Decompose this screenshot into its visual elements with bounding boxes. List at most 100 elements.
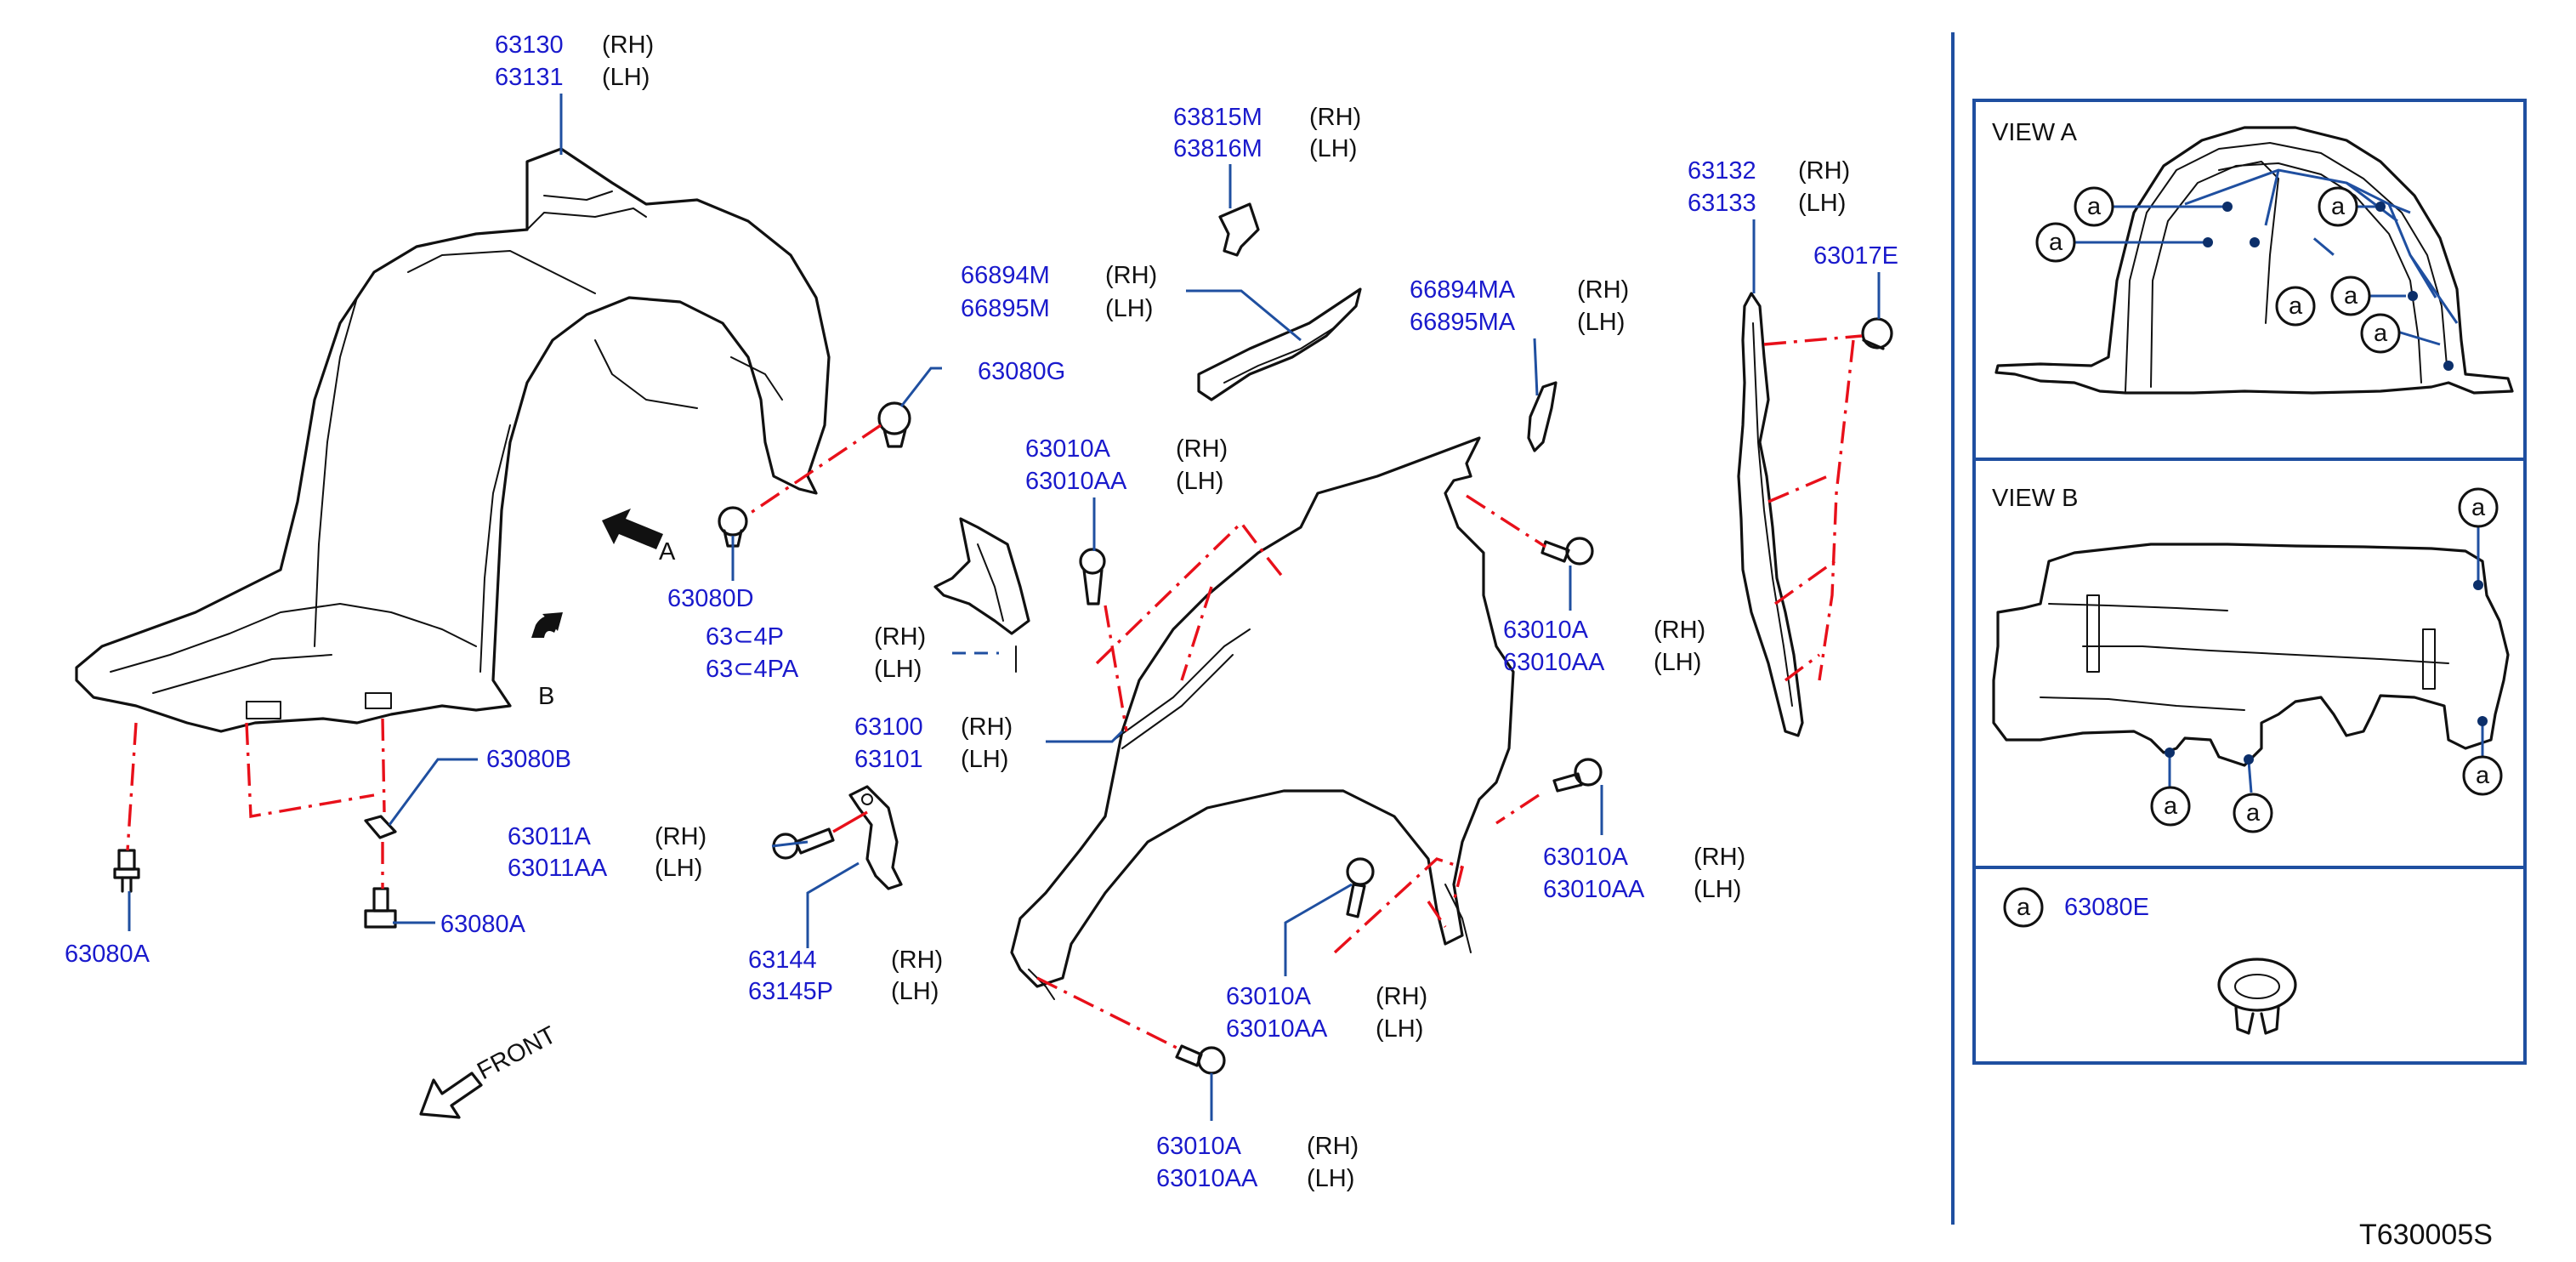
front-fender-part: [1010, 436, 1515, 1000]
clip-63017e-part: [1861, 317, 1893, 350]
pn-63133: 63133: [1688, 190, 1756, 217]
pn-66895ma: 66895MA: [1410, 309, 1516, 336]
bolt-63010a-rightupper-part: [1540, 537, 1594, 566]
side-63011a: (RH): [655, 823, 706, 850]
pn-63815m: 63815M: [1173, 104, 1262, 131]
side-63131: (LH): [602, 64, 650, 91]
bubble-a: a: [2289, 293, 2303, 320]
bubble-a: a: [2476, 762, 2490, 789]
drawing-code: T630005S: [2359, 1219, 2493, 1251]
view-b-bubbles: a a a a: [2150, 487, 2503, 833]
side-63010aa-2: (LH): [1654, 649, 1701, 676]
bubble-a: a: [2246, 799, 2261, 827]
side-66895ma: (LH): [1577, 309, 1625, 336]
pn-63080g: 63080G: [978, 358, 1065, 385]
side-6384pa: (LH): [874, 656, 922, 683]
side-63010a-2: (RH): [1654, 617, 1705, 644]
bubble-a: a: [2471, 494, 2486, 521]
bracket-63815m-part: [1218, 202, 1260, 257]
side-63815m: (RH): [1309, 104, 1361, 131]
pn-63145p: 63145P: [748, 978, 833, 1005]
bubble-a: a: [2164, 793, 2178, 820]
side-seal-63132-part: [1737, 292, 1804, 737]
pn-63131: 63131: [495, 64, 564, 91]
side-63101: (LH): [961, 746, 1008, 773]
side-66894ma: (RH): [1577, 276, 1629, 304]
side-66894m: (RH): [1105, 262, 1157, 289]
leader-lines: [128, 94, 1881, 1121]
pn-63011a: 63011A: [508, 823, 591, 850]
bubble-a: a: [2331, 193, 2346, 220]
front-label: FRONT: [473, 1021, 560, 1085]
fender-protector-part: [75, 147, 831, 733]
view-b-arrow: [531, 612, 563, 638]
callout-labels: 63130 (RH) 63131 (LH) 63080G 63080D 6381…: [65, 31, 1898, 1192]
arrow-label-b: B: [538, 683, 554, 710]
pn-63080d: 63080D: [667, 585, 754, 612]
bubble-a: a: [2344, 282, 2358, 310]
pn-63010a-4: 63010A: [1226, 983, 1312, 1010]
pn-63010aa-2: 63010AA: [1503, 649, 1605, 676]
clip-63080e-part: [2217, 958, 2297, 1035]
view-a-title: VIEW A: [1992, 119, 2078, 146]
side-63133: (LH): [1798, 190, 1846, 217]
pn-66894m: 66894M: [961, 262, 1050, 289]
clip-legend: a 63080E: [2003, 887, 2297, 1035]
legend-bubble-a: a: [2017, 894, 2031, 921]
pn-6384p: 63⊂4P: [706, 623, 784, 651]
bolt-63010a-center-part: [1346, 857, 1375, 918]
pn-63080e: 63080E: [2064, 894, 2149, 921]
pn-66894ma: 66894MA: [1410, 276, 1516, 304]
pn-63010a-3: 63010A: [1543, 844, 1629, 871]
pn-63017e: 63017E: [1813, 242, 1898, 270]
side-63130: (RH): [602, 31, 654, 59]
pn-63011aa: 63011AA: [508, 855, 608, 882]
view-a-arrow: [602, 509, 663, 549]
pn-63132: 63132: [1688, 157, 1756, 185]
side-63010aa-4: (LH): [1376, 1015, 1423, 1043]
pn-63010a-1: 63010A: [1025, 435, 1111, 463]
view-a-bubbles: a a a a a a: [2035, 186, 2401, 354]
pn-63144: 63144: [748, 946, 817, 974]
bracket-6384p-part: [933, 517, 1030, 673]
pn-63010aa-3: 63010AA: [1543, 876, 1645, 903]
side-63100: (RH): [961, 713, 1013, 741]
side-63010a-1: (RH): [1176, 435, 1228, 463]
side-63010a-4: (RH): [1376, 983, 1427, 1010]
bolt-63010a-upper-part: [1079, 548, 1106, 605]
pn-6384pa: 63⊂4PA: [706, 656, 799, 683]
front-indicator: FRONT: [419, 1021, 561, 1119]
pn-63080b: 63080B: [486, 746, 571, 773]
pn-63010a-2: 63010A: [1503, 617, 1589, 644]
arrow-label-a: A: [659, 538, 676, 566]
pn-63080a-1: 63080A: [65, 941, 150, 968]
view-b-title: VIEW B: [1992, 485, 2079, 512]
bubble-a: a: [2049, 229, 2063, 256]
pn-63080a-2: 63080A: [440, 911, 526, 938]
bubble-a: a: [2087, 193, 2102, 220]
view-panel-frame: [1972, 99, 2527, 1065]
side-63010aa-3: (LH): [1694, 876, 1741, 903]
pn-63010aa-4: 63010AA: [1226, 1015, 1328, 1043]
bubble-a: a: [2374, 320, 2388, 347]
side-63011aa: (LH): [655, 855, 702, 882]
pn-63010aa-5: 63010AA: [1156, 1165, 1258, 1192]
side-63132: (RH): [1798, 157, 1850, 185]
side-63144: (RH): [891, 946, 943, 974]
bracket-63144-part: [848, 785, 903, 890]
pn-63010a-5: 63010A: [1156, 1133, 1242, 1160]
seal-66894m-part: [1197, 287, 1362, 401]
pn-63010aa-1: 63010AA: [1025, 468, 1127, 495]
clip-63080g-part: [877, 401, 911, 448]
side-6384p: (RH): [874, 623, 926, 651]
side-63145p: (LH): [891, 978, 939, 1005]
side-63010a-5: (RH): [1307, 1133, 1359, 1160]
side-63010a-3: (RH): [1694, 844, 1745, 871]
bracket-63080b-part: [364, 815, 397, 839]
seal-66894ma-part: [1527, 381, 1558, 452]
side-63816m: (LH): [1309, 135, 1357, 162]
pn-63816m: 63816M: [1173, 135, 1262, 162]
bolt-63010a-rightlower-part: [1552, 758, 1603, 793]
pn-66895m: 66895M: [961, 295, 1050, 322]
view-b: VIEW B a a a a: [1992, 485, 2510, 833]
